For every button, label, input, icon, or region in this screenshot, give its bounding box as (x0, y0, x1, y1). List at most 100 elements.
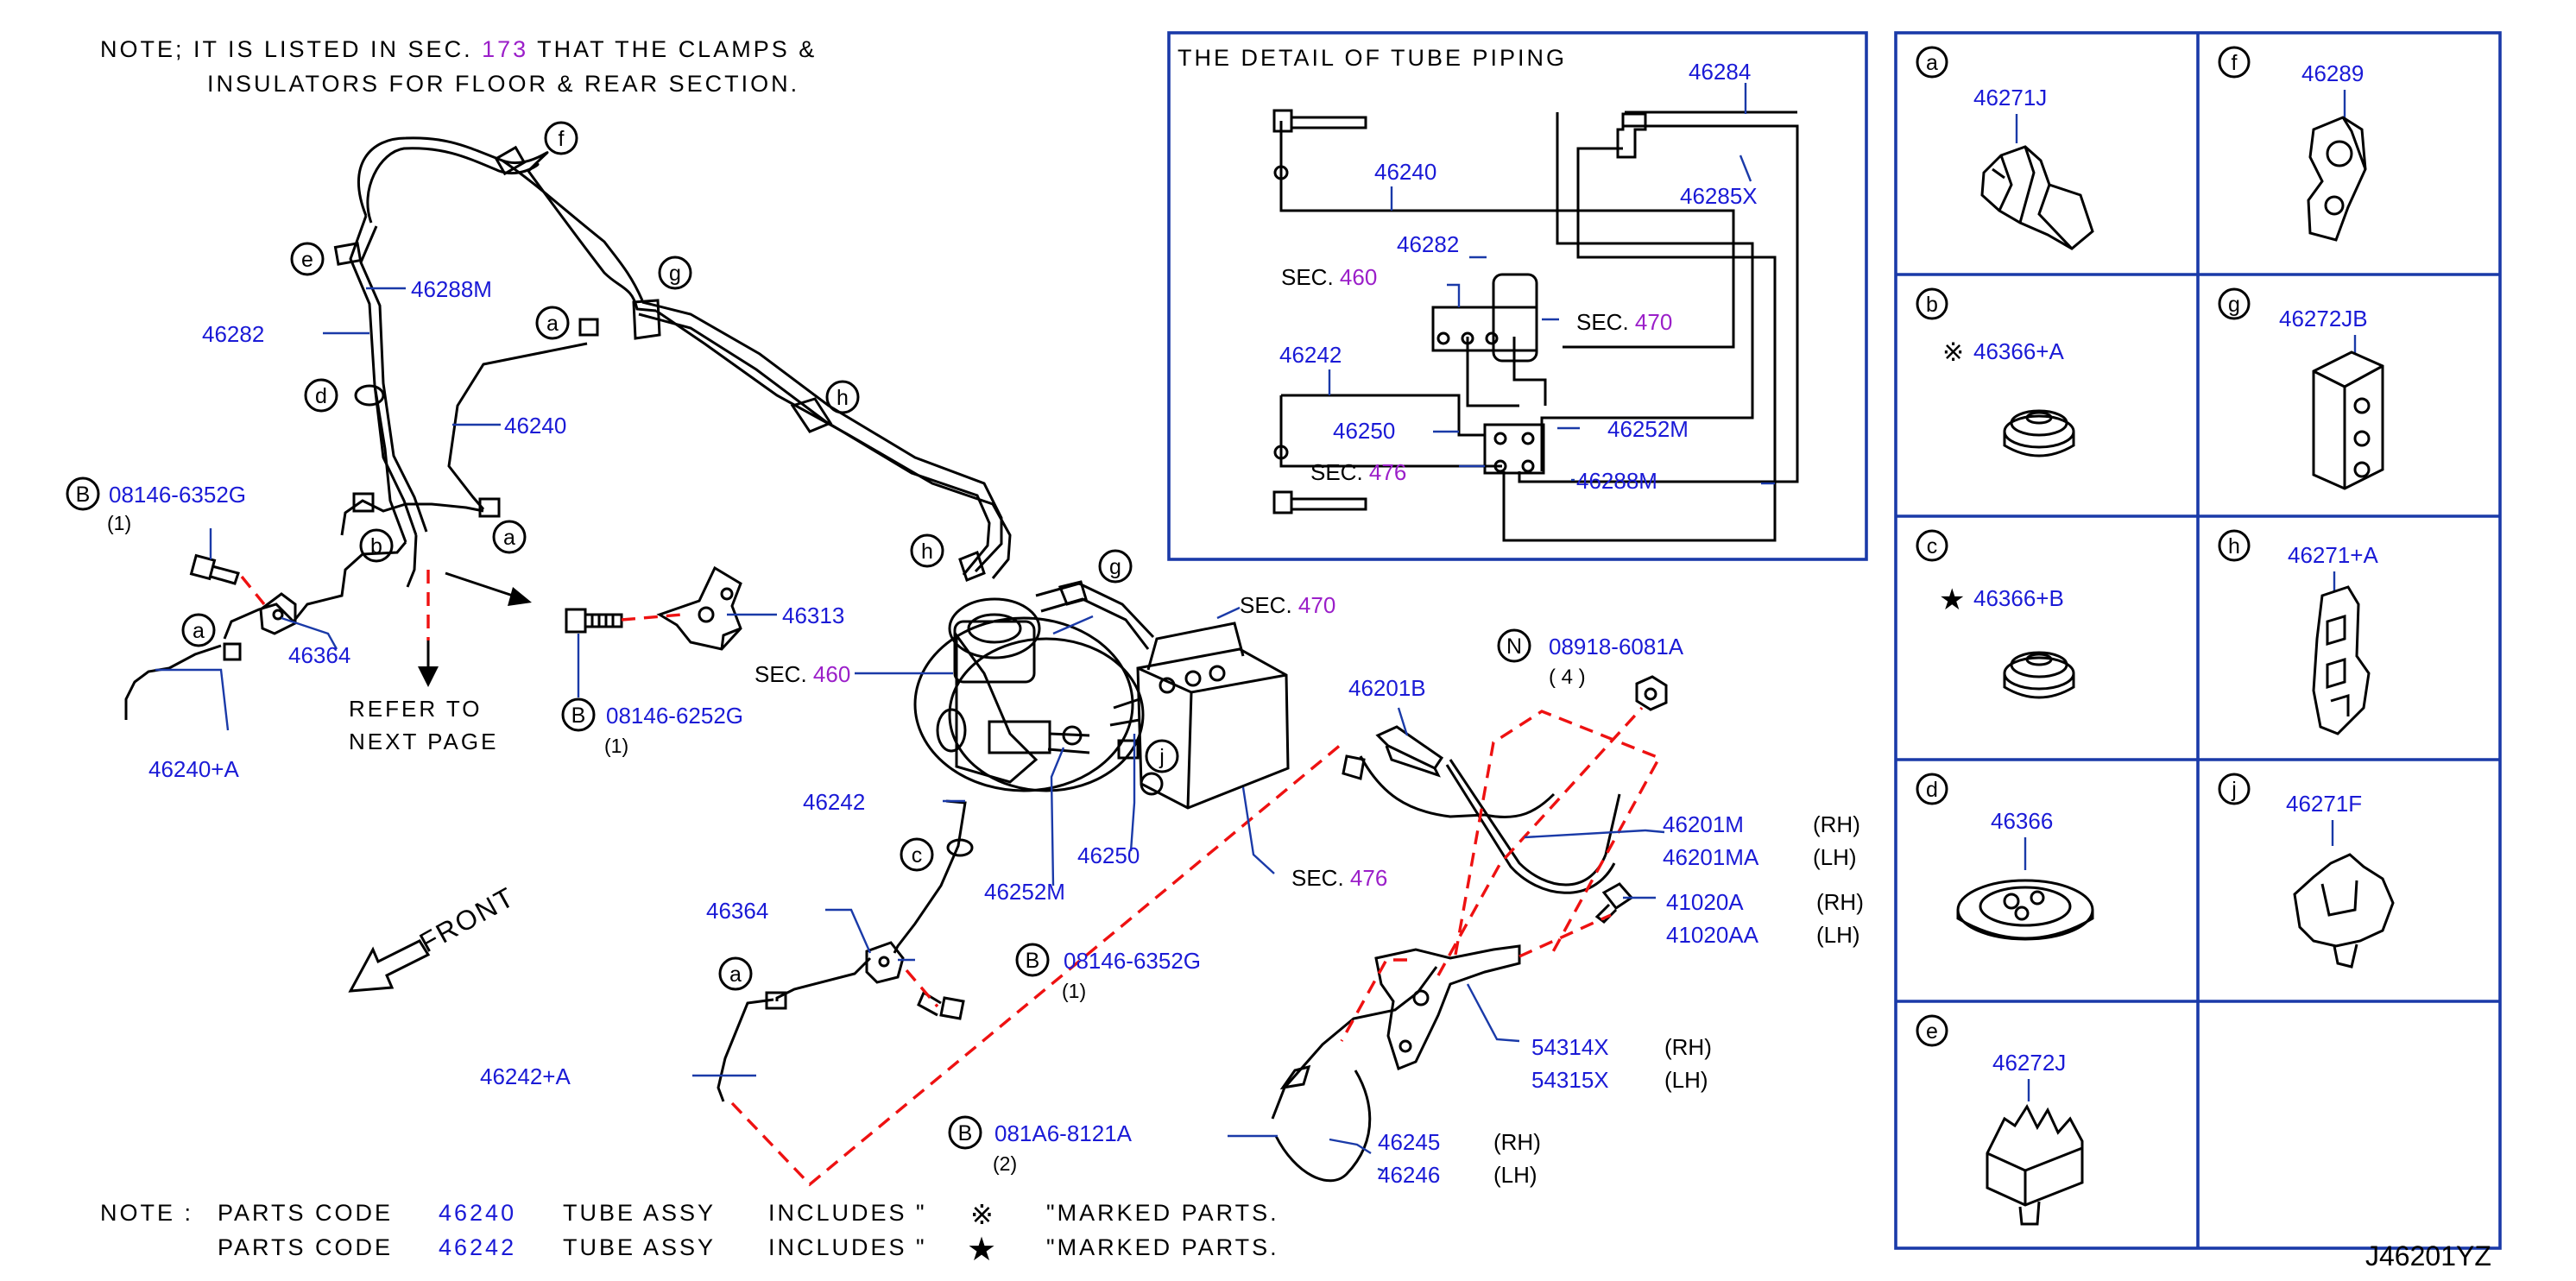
clamp-part-46366: 46366 (1991, 808, 2053, 834)
nut-08918-6081a-icon (1635, 675, 1668, 711)
label-46242a: 46242+A (480, 1063, 571, 1089)
bolt-41020a-icon (1594, 882, 1634, 924)
bottom-note-code-46240: 46240 (439, 1200, 516, 1226)
grommet-46366-icon (1956, 879, 2094, 941)
label-46282: 46282 (202, 321, 264, 347)
inset-fittings (1272, 109, 1647, 514)
label-46246: 46246 (1378, 1162, 1440, 1188)
clamp-cell-h: h 46271+A (2218, 529, 2378, 735)
diagram-callouts: f e g a d h b a a h g j c a B B B B N (66, 121, 1531, 1150)
bolt-08146-6352g-lower-icon (917, 990, 965, 1020)
bracket-54314x (1374, 944, 1521, 1070)
clamp-cell-b: b ※ 46366+A (1916, 287, 2075, 458)
inset-label-sec-470: SEC. 470 (1576, 309, 1672, 335)
front-arrow: FRONT (348, 880, 521, 993)
clamp-part-46271a: 46271+A (2288, 542, 2378, 568)
clamp-part-46366b: 46366+B (1973, 585, 2064, 611)
clip-46364-left (259, 592, 297, 635)
refer-arrow (418, 571, 532, 687)
inset-label-46288m: 46288M (1576, 468, 1657, 494)
callout-B-3: B (1015, 943, 1050, 977)
clip-46364-lower (865, 941, 905, 984)
label-46240a: 46240+A (148, 756, 239, 782)
grommet-46366a-icon (2003, 409, 2075, 458)
label-46201m: 46201M (1663, 811, 1744, 837)
label-sec-476: SEC. 476 (1291, 865, 1387, 891)
clamp-46272j-icon (1986, 1103, 2084, 1226)
svg-text:B: B (958, 1121, 973, 1145)
label-41020a: 41020A (1666, 889, 1744, 915)
clamp-part-46271f: 46271F (2286, 791, 2362, 817)
callout-a-bottom: a (718, 956, 753, 991)
top-note-line2: INSULATORS FOR FLOOR & REAR SECTION. (207, 71, 799, 97)
bottom-note-includes-2: INCLUDES " (768, 1234, 927, 1260)
callout-h-top: h (825, 380, 860, 414)
svg-text:B: B (571, 704, 586, 728)
callout-j: j (1145, 739, 1179, 773)
callout-a-mid: a (492, 520, 527, 554)
clamp-cell-j: j 46271F (2218, 773, 2395, 969)
svg-text:a: a (546, 312, 559, 336)
svg-text:a: a (193, 619, 205, 643)
label-54315x: 54315X (1531, 1067, 1609, 1093)
label-46288m: 46288M (411, 276, 492, 302)
svg-text:h: h (837, 386, 849, 410)
svg-text:h: h (921, 540, 933, 564)
label-nut-08918-6081a: 08918-6081A (1549, 634, 1684, 659)
clamp-cell-e: e 46272J (1916, 1014, 2084, 1226)
bolt-08146-6352g-left-icon (189, 553, 240, 585)
bolt-08146-6252g-icon (565, 608, 623, 634)
label-bolt-qty-1: (1) (107, 512, 131, 534)
main-tube-routing (124, 136, 1621, 1120)
callout-B-2: B (561, 697, 596, 732)
clamp-letter-g: g (2228, 293, 2240, 317)
hose-46245 (1274, 1064, 1372, 1183)
inset-label-sec-476: SEC. 476 (1310, 459, 1406, 485)
callout-f: f (544, 121, 578, 155)
callout-c: c (900, 837, 934, 872)
clamp-letter-a-circle (1916, 46, 1948, 79)
clamp-46289-icon (2307, 116, 2367, 242)
label-46245-rh: (RH) (1493, 1129, 1541, 1155)
callout-B-4: B (948, 1115, 982, 1150)
bracket-46313 (656, 565, 742, 651)
bottom-note-star-mark: ★ (967, 1232, 999, 1268)
inset-label-46250: 46250 (1333, 418, 1395, 444)
label-refer-to: REFER TO (349, 696, 483, 722)
label-46364-lower: 46364 (706, 898, 768, 924)
label-46201b: 46201B (1348, 675, 1426, 701)
star-mark: ★ (1939, 584, 1965, 616)
grommet-46366b-icon (2003, 651, 2075, 699)
clamp-table-grid (1896, 33, 2500, 1248)
svg-text:B: B (1026, 949, 1040, 973)
bottom-note-parts-code-1: PARTS CODE (218, 1200, 393, 1226)
label-bolt-qty-2: (1) (604, 735, 628, 757)
label-41020a-rh: (RH) (1816, 889, 1864, 915)
bottom-note-tube-assy-2: TUBE ASSY (563, 1234, 716, 1260)
bottom-note-label: NOTE : (100, 1200, 193, 1226)
label-46364-left: 46364 (288, 642, 350, 668)
label-bolt-qty-4: (2) (993, 1152, 1017, 1175)
inset-label-46282: 46282 (1397, 231, 1459, 257)
callout-h-mid: h (910, 533, 944, 568)
bottom-note-marked-parts-2: "MARKED PARTS. (1046, 1234, 1279, 1260)
svg-text:e: e (301, 248, 313, 272)
clamp-part-46366a: 46366+A (1973, 338, 2064, 364)
clamp-table (1894, 31, 2502, 1250)
inset-label-sec-460: SEC. 460 (1281, 264, 1377, 290)
bottom-note-code-46242: 46242 (439, 1234, 516, 1260)
label-sec-470: SEC. 470 (1240, 592, 1335, 618)
callout-d: d (304, 378, 338, 413)
label-46252m: 46252M (984, 879, 1065, 905)
dashed-assembly-links (240, 570, 1662, 1187)
label-54315x-lh: (LH) (1664, 1067, 1708, 1093)
clamp-part-46272jb: 46272JB (2279, 306, 2368, 331)
callout-g-top: g (658, 256, 692, 290)
clamp-cell-a: a 46271J (1916, 46, 2094, 250)
brake-booster-assembly (913, 582, 1290, 810)
bottom-note-marked-parts-1: "MARKED PARTS. (1046, 1200, 1279, 1226)
main-leaders (155, 287, 1665, 1172)
inset-label-46284: 46284 (1689, 59, 1751, 85)
callout-B-1: B (66, 476, 100, 511)
